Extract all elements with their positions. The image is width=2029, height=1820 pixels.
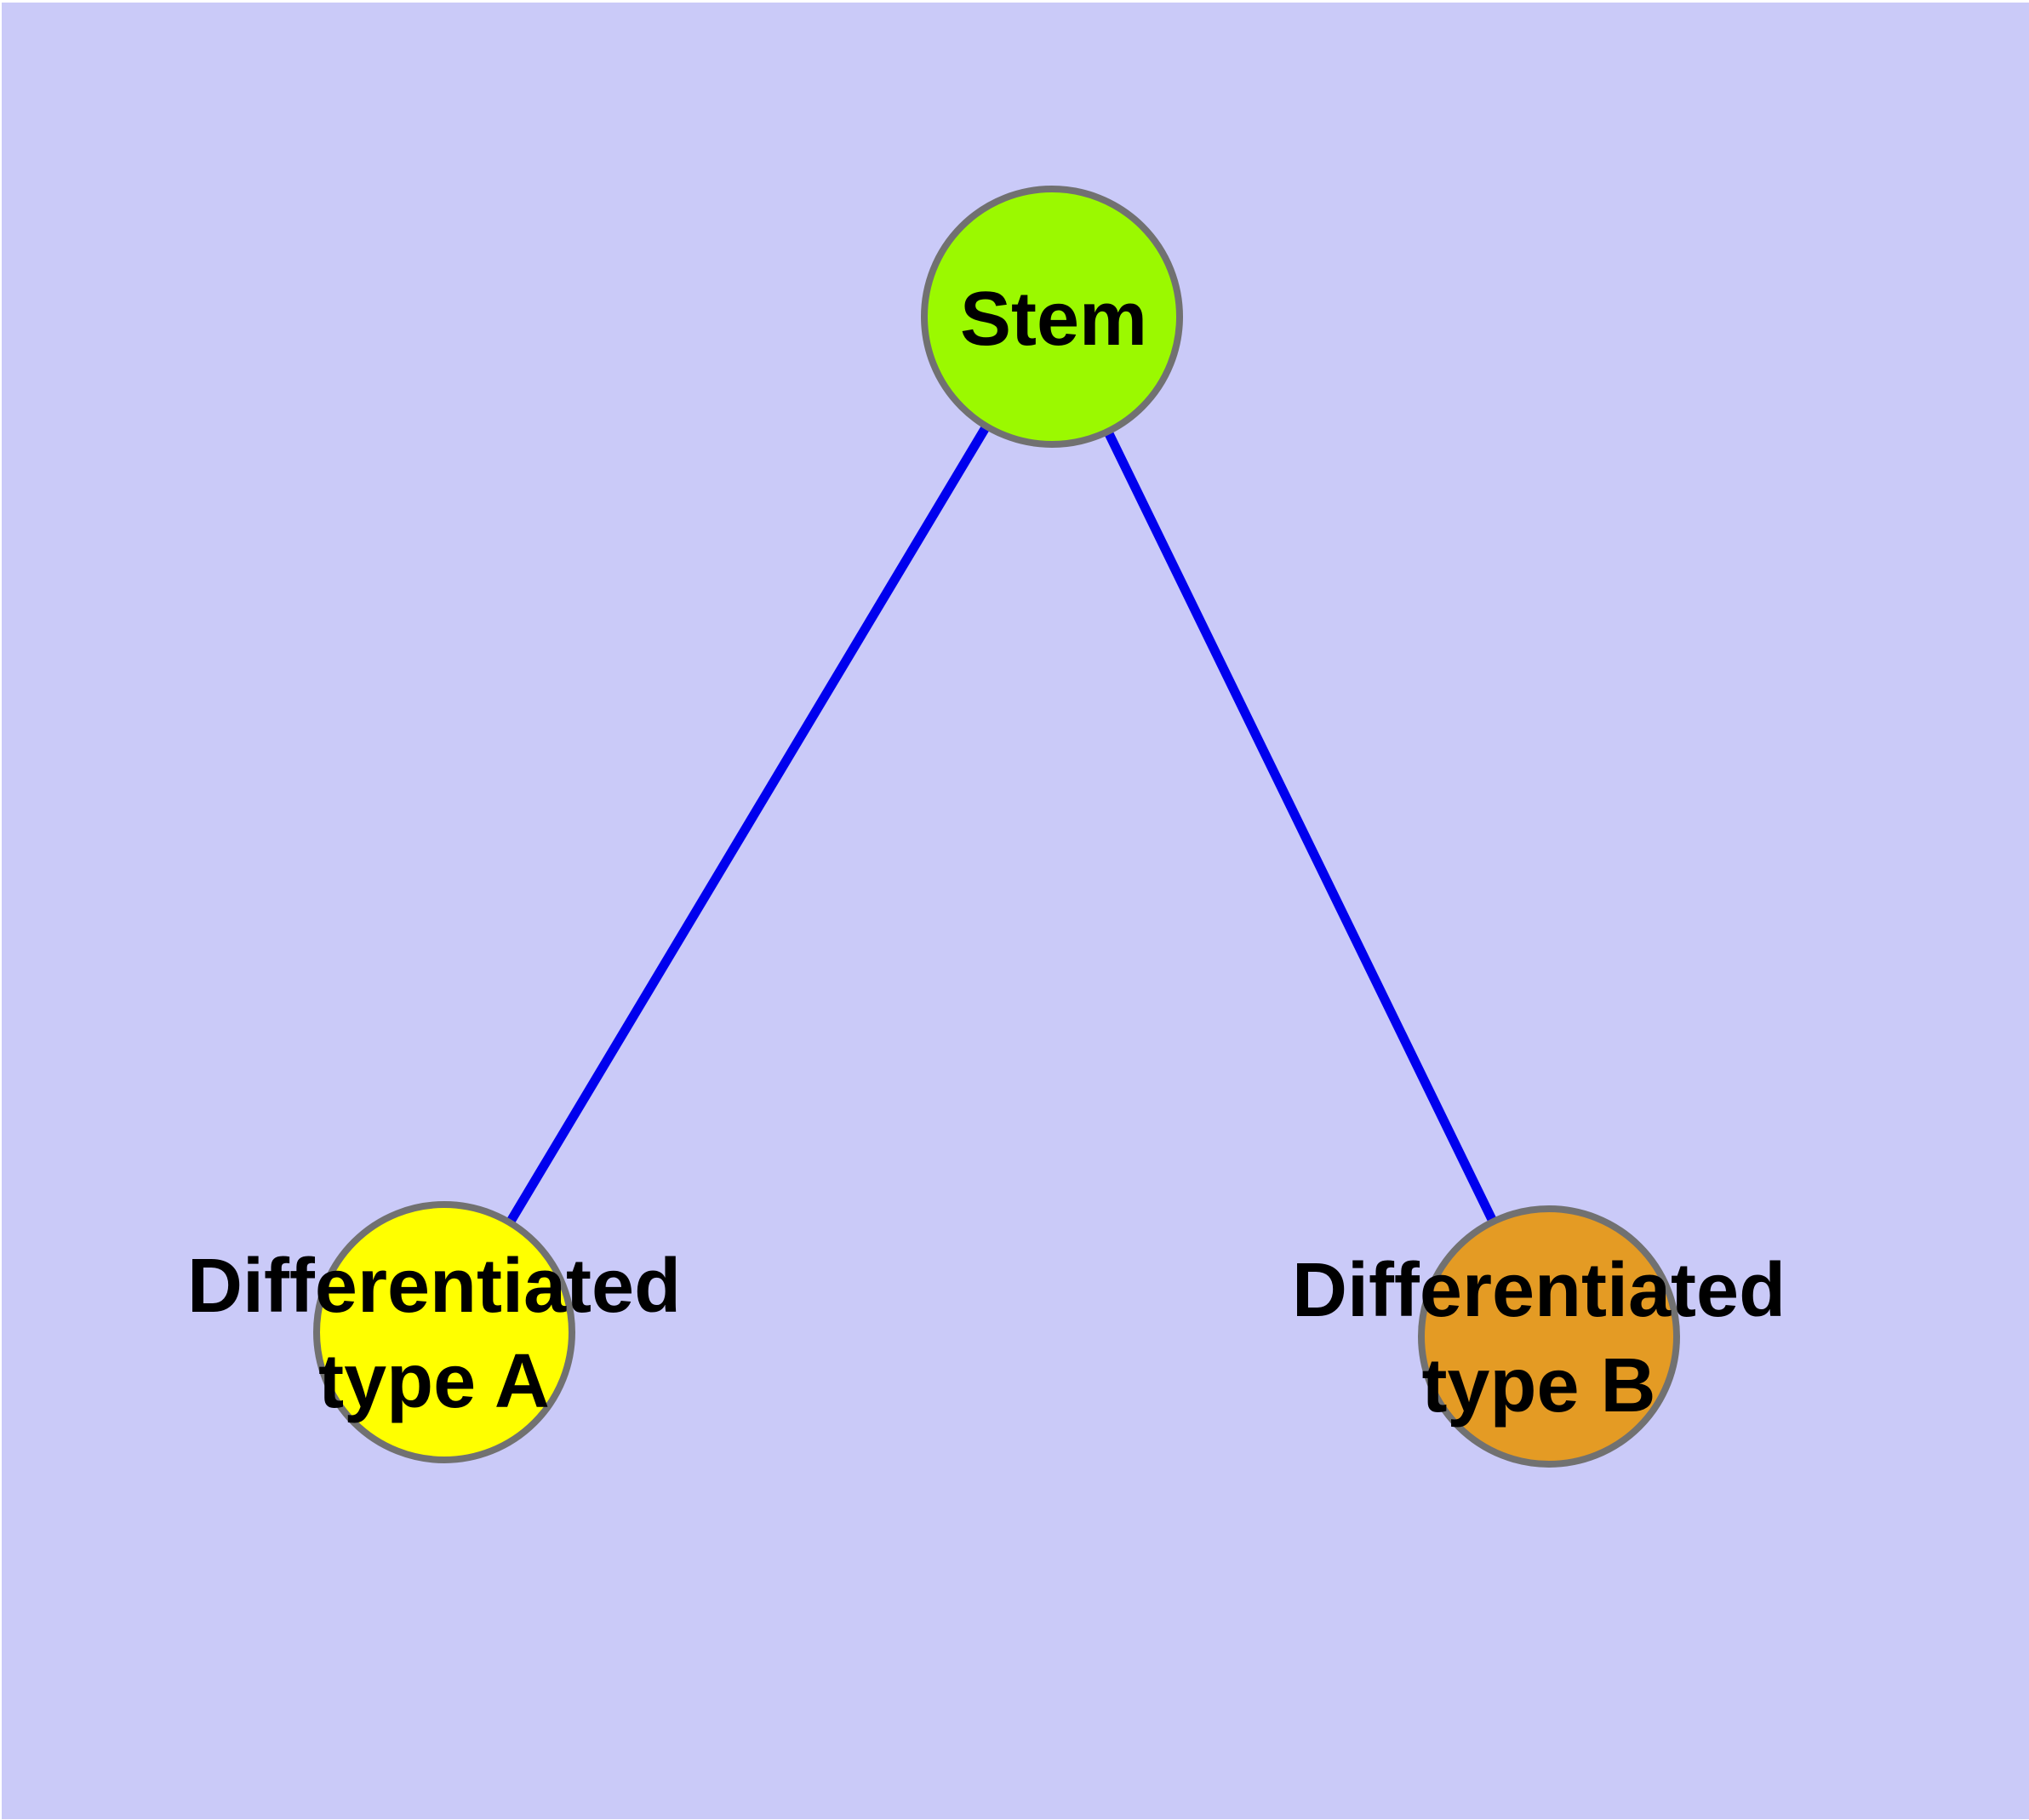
edges-layer	[440, 314, 1553, 1339]
node-stem-label-text: Stem	[959, 277, 1148, 362]
edge-stem-to-differentiated-type-b	[1048, 314, 1553, 1339]
diagram-canvas: Stem Differentiated type A Differentiate…	[2, 3, 2029, 1819]
node-differentiated-type-b-label-line1: Differentiated	[1291, 1248, 1786, 1333]
node-differentiated-type-a	[313, 1201, 575, 1463]
node-differentiated-type-b-label-line2: type B	[1421, 1343, 1656, 1428]
node-differentiated-type-a-label: Differentiated type A	[187, 1239, 681, 1429]
node-differentiated-type-a-label-line1: Differentiated	[186, 1244, 682, 1329]
node-stem-label: Stem	[960, 272, 1147, 367]
node-differentiated-type-a-label-line2: type A	[318, 1339, 550, 1424]
edge-stem-to-differentiated-type-a	[440, 314, 1056, 1335]
node-stem	[921, 186, 1183, 448]
node-differentiated-type-b-label: Differentiated type B	[1292, 1243, 1786, 1434]
node-differentiated-type-b	[1418, 1205, 1680, 1468]
